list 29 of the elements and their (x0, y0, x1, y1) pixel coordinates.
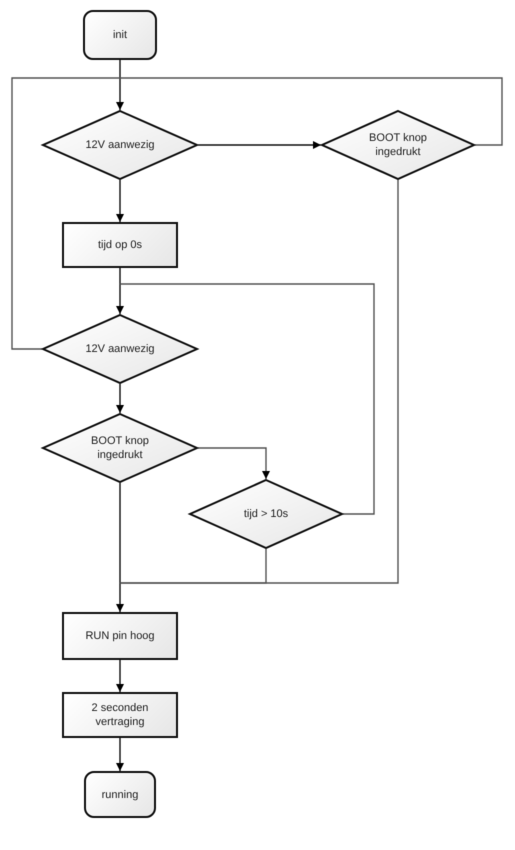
terminal-box (83, 10, 157, 60)
decision-diamond (42, 413, 198, 483)
decision-diamond (42, 314, 198, 384)
node-label: tijd op 0s (96, 238, 144, 252)
decision-diamond (42, 110, 198, 180)
arrow (198, 447, 270, 479)
process-box (62, 612, 178, 660)
arrow (116, 180, 124, 222)
arrow (116, 268, 124, 314)
arrow (116, 60, 124, 110)
decision-diamond (321, 110, 475, 180)
process-box (62, 692, 178, 738)
node-label: 12V aanwezig (84, 342, 156, 356)
node-label: 2 seconden vertraging (90, 701, 150, 729)
node-label: init (112, 28, 128, 42)
node-label: RUN pin hoog (84, 629, 156, 643)
node-label: tijd > 10s (242, 507, 290, 521)
arrow (116, 384, 124, 413)
arrow (116, 660, 124, 692)
terminal-box (84, 771, 156, 818)
node-label: BOOT knop ingedrukt (90, 434, 150, 462)
node-label: BOOT knop ingedrukt (368, 131, 428, 159)
process-box (62, 222, 178, 268)
arrow (116, 738, 124, 771)
decision-diamond (189, 479, 343, 549)
arrow (116, 483, 124, 612)
arrow (198, 141, 321, 149)
node-label: 12V aanwezig (84, 138, 156, 152)
node-label: running (100, 788, 140, 802)
